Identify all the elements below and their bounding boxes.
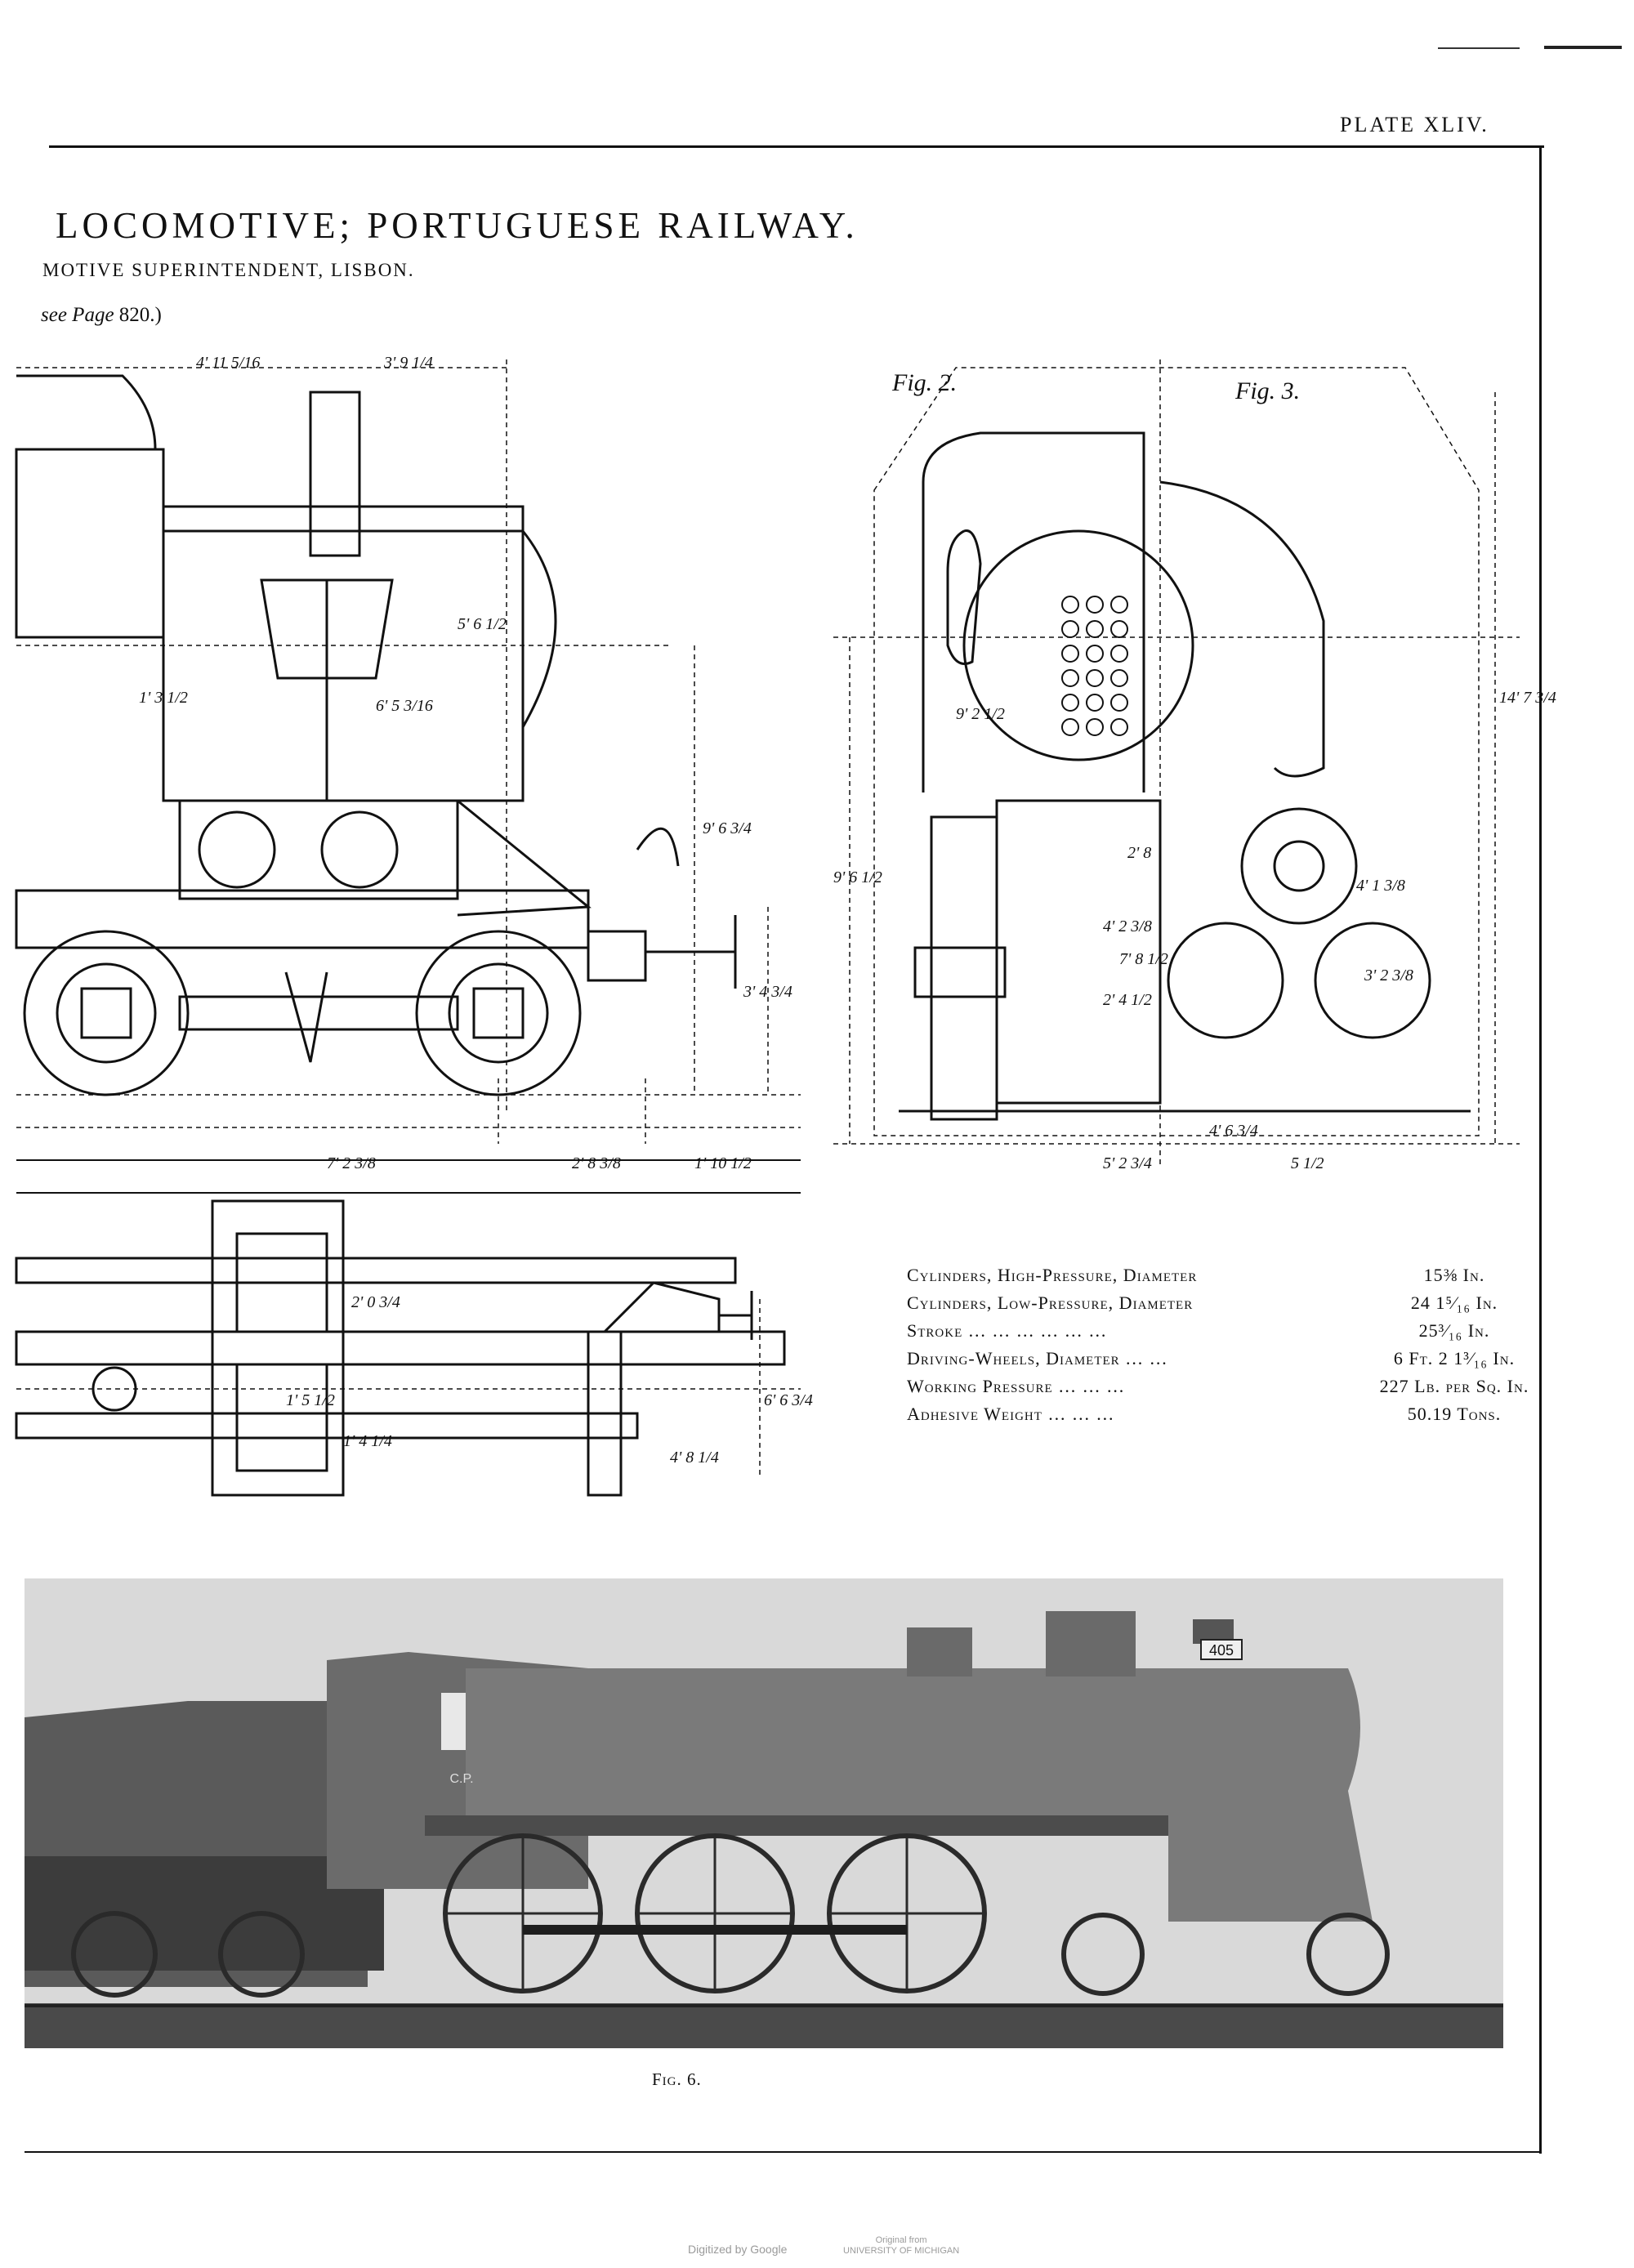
dim-text: 14' 7 3/4 [1499, 689, 1556, 707]
plan-view-svg: 2' 0 3/4 6' 6 3/4 4' 8 1/4 1' 5 1/2 1' 4… [15, 1199, 813, 1497]
dim-text: 7' 2 3/8 [327, 1154, 376, 1172]
plate-label: PLATE XLIV. [1340, 113, 1489, 136]
dim-text: 9' 6 1/2 [833, 868, 882, 886]
spec-row: Cylinders, High-Pressure, Diameter 15⅜ In… [907, 1265, 1560, 1292]
engine-number: 405 [1209, 1642, 1234, 1659]
dim-text: 3' 9 1/4 [383, 354, 433, 372]
fig3-label: Fig. 3. [1235, 377, 1301, 404]
spec-value: 15⅜ In. [1423, 1265, 1485, 1285]
spec-value: 227 Lb. per Sq. In. [1379, 1376, 1529, 1396]
spec-label: Driving-Wheels, Diameter … … [907, 1348, 1168, 1368]
top-right-dash [1438, 47, 1520, 49]
dim-text: 1' 10 1/2 [694, 1154, 752, 1172]
dim-text: 5 1/2 [1291, 1154, 1324, 1172]
spec-row: Driving-Wheels, Diameter … … 6 Ft. 2 1³⁄₁… [907, 1348, 1560, 1376]
dim-text: 2' 8 3/8 [572, 1154, 621, 1172]
page-reference: see Page 820.) [41, 304, 162, 327]
dim-text: 4' 2 3/8 [1103, 917, 1152, 935]
top-right-dash-2 [1544, 46, 1622, 49]
bottom-rule [25, 2151, 1542, 2153]
spec-label: Cylinders, Low-Pressure, Diameter [907, 1292, 1194, 1313]
original-line-1: Original from [875, 2235, 927, 2245]
spec-row: Cylinders, Low-Pressure, Diameter 24 1⁵⁄₁… [907, 1292, 1560, 1320]
digitized-by-google: Digitized by Google [688, 2243, 788, 2256]
right-border [1539, 145, 1542, 2154]
header-rule [49, 145, 1544, 148]
dim-text: 4' 11 5/16 [196, 354, 260, 372]
spec-label: Adhesive Weight … … … [907, 1404, 1115, 1424]
dim-text: 5' 6 1/2 [458, 615, 507, 633]
dim-text: 6' 5 3/16 [376, 697, 433, 715]
tender-mark: C.P. [449, 1772, 473, 1786]
original-from-note: Original from UNIVERSITY OF MICHIGAN [843, 2235, 959, 2257]
dim-text: 5' 2 3/4 [1103, 1154, 1152, 1172]
dim-text: 3' 2 3/8 [1364, 967, 1413, 984]
specifications-table: Cylinders, High-Pressure, Diameter 15⅜ In… [907, 1265, 1560, 1431]
spec-label: Stroke … … … … … … [907, 1320, 1108, 1341]
locomotive-photograph: 405 C.P. [25, 1578, 1503, 2048]
dim-text: 4' 1 3/8 [1356, 877, 1405, 895]
side-elevation-drawing: 4' 11 5/16 3' 9 1/4 6' 5 3/16 5' 6 1/2 1… [15, 343, 801, 1209]
fig6-caption: Fig. 6. [652, 2069, 702, 2089]
page-number: 820.) [118, 304, 162, 326]
dim-text: 2' 4 1/2 [1103, 991, 1152, 1009]
dim-text: 1' 5 1/2 [286, 1391, 335, 1409]
dim-text: 4' 8 1/4 [670, 1449, 719, 1467]
dim-text: 7' 8 1/2 [1119, 950, 1168, 968]
spec-label: Working Pressure … … … [907, 1376, 1126, 1396]
dim-text: 2' 0 3/4 [351, 1293, 400, 1311]
dim-text: 1' 3 1/2 [139, 689, 188, 707]
locomotive-photo-svg: 405 C.P. [25, 1578, 1503, 2048]
dim-text: 1' 4 1/4 [343, 1432, 392, 1450]
spec-row: Adhesive Weight … … … 50.19 Tons. [907, 1404, 1560, 1431]
dim-text: 4' 6 3/4 [1209, 1122, 1258, 1140]
side-elevation-svg: 4' 11 5/16 3' 9 1/4 6' 5 3/16 5' 6 1/2 1… [15, 354, 801, 1194]
dim-text: 9' 2 1/2 [956, 705, 1005, 723]
plan-view-drawing: 2' 0 3/4 6' 6 3/4 4' 8 1/4 1' 5 1/2 1' 4… [15, 1199, 813, 1497]
end-section-svg: 9' 2 1/2 14' 7 3/4 9' 6 1/2 4' 2 3/8 7' … [833, 359, 1556, 1172]
dim-text: 9' 6 3/4 [703, 819, 752, 837]
spec-row: Working Pressure … … … 227 Lb. per Sq. In… [907, 1376, 1560, 1404]
dim-text: 3' 4 3/4 [743, 983, 792, 1001]
fig2-label: Fig. 2. [892, 369, 958, 396]
spec-row: Stroke … … … … … … 25³⁄₁₆ In. [907, 1320, 1560, 1348]
end-section-drawing: 9' 2 1/2 14' 7 3/4 9' 6 1/2 4' 2 3/8 7' … [833, 359, 1556, 1172]
page-title: LOCOMOTIVE; PORTUGUESE RAILWAY. [56, 205, 859, 246]
see-word: see [41, 304, 67, 326]
page-subtitle: MOTIVE SUPERINTENDENT, LISBON. [42, 260, 415, 280]
page-word: Page [72, 304, 114, 326]
spec-value: 50.19 Tons. [1407, 1404, 1502, 1424]
spec-value: 25³⁄₁₆ In. [1418, 1320, 1490, 1341]
dim-text: 2' 8 [1127, 844, 1151, 862]
dim-text: 6' 6 3/4 [764, 1391, 813, 1409]
spec-value: 6 Ft. 2 1³⁄₁₆ In. [1393, 1348, 1516, 1368]
spec-label: Cylinders, High-Pressure, Diameter [907, 1265, 1198, 1285]
spec-value: 24 1⁵⁄₁₆ In. [1410, 1292, 1498, 1313]
original-line-2: UNIVERSITY OF MICHIGAN [843, 2246, 960, 2256]
